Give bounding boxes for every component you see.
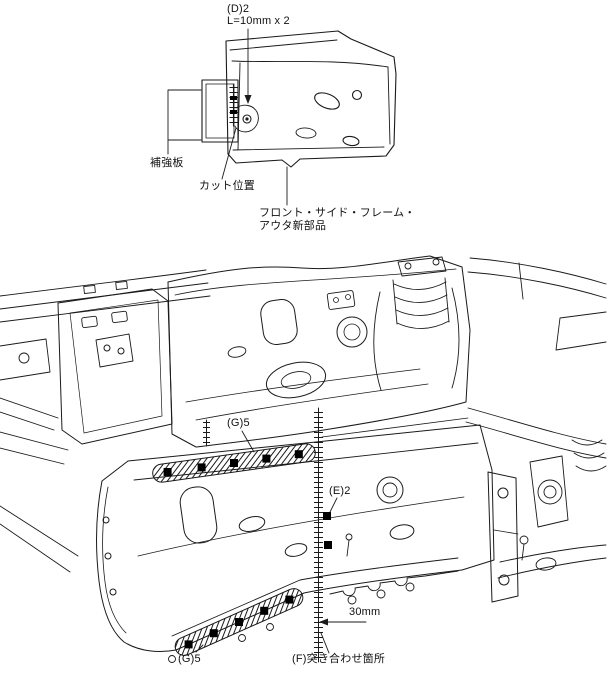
arrowhead-d [244, 95, 252, 104]
new-part-outline [225, 30, 397, 168]
main-diagram [0, 255, 607, 663]
main-cut-line [314, 407, 323, 663]
weld-mark-d [230, 96, 237, 100]
top-leader-lines [167, 28, 288, 206]
plug-weld-marks [163, 450, 332, 649]
reinforcement-plate-label: 補強板 [150, 157, 184, 169]
right-suspension [497, 439, 607, 579]
right-fender-cowl [465, 257, 607, 459]
new-part-label-line2: アウタ新部品 [259, 220, 327, 232]
main-leader-lines [195, 430, 367, 654]
butt-joint-label: (F)突き合わせ箇所 [292, 653, 386, 665]
left-pillar-panel [57, 288, 173, 445]
top-diagram [167, 28, 397, 206]
weld-mark-e [324, 541, 332, 549]
top-cut-line [229, 83, 238, 127]
dimension-30mm-label: 30mm [349, 606, 381, 618]
weld-spec-callout-line1: (D)2 [227, 3, 250, 15]
weld-e-label: (E)2 [329, 485, 351, 497]
weld-spec-callout-line2: L=10mm x 2 [227, 15, 290, 27]
left-edge-structures [0, 338, 79, 573]
weld-g-top-label: (G)5 [227, 417, 250, 429]
apron-tick-strip [203, 419, 210, 447]
arrowhead-30mm [319, 618, 328, 626]
weld-mark-d [230, 110, 237, 114]
weld-g-bottom-label: (G)5 [178, 653, 201, 665]
apron-panel [167, 255, 471, 448]
weld-mark-e [323, 512, 331, 520]
new-part-label-line1: フロント・サイド・フレーム・ [259, 207, 416, 219]
cut-position-label: カット位置 [199, 180, 255, 192]
strut-tower-spring [373, 256, 460, 391]
